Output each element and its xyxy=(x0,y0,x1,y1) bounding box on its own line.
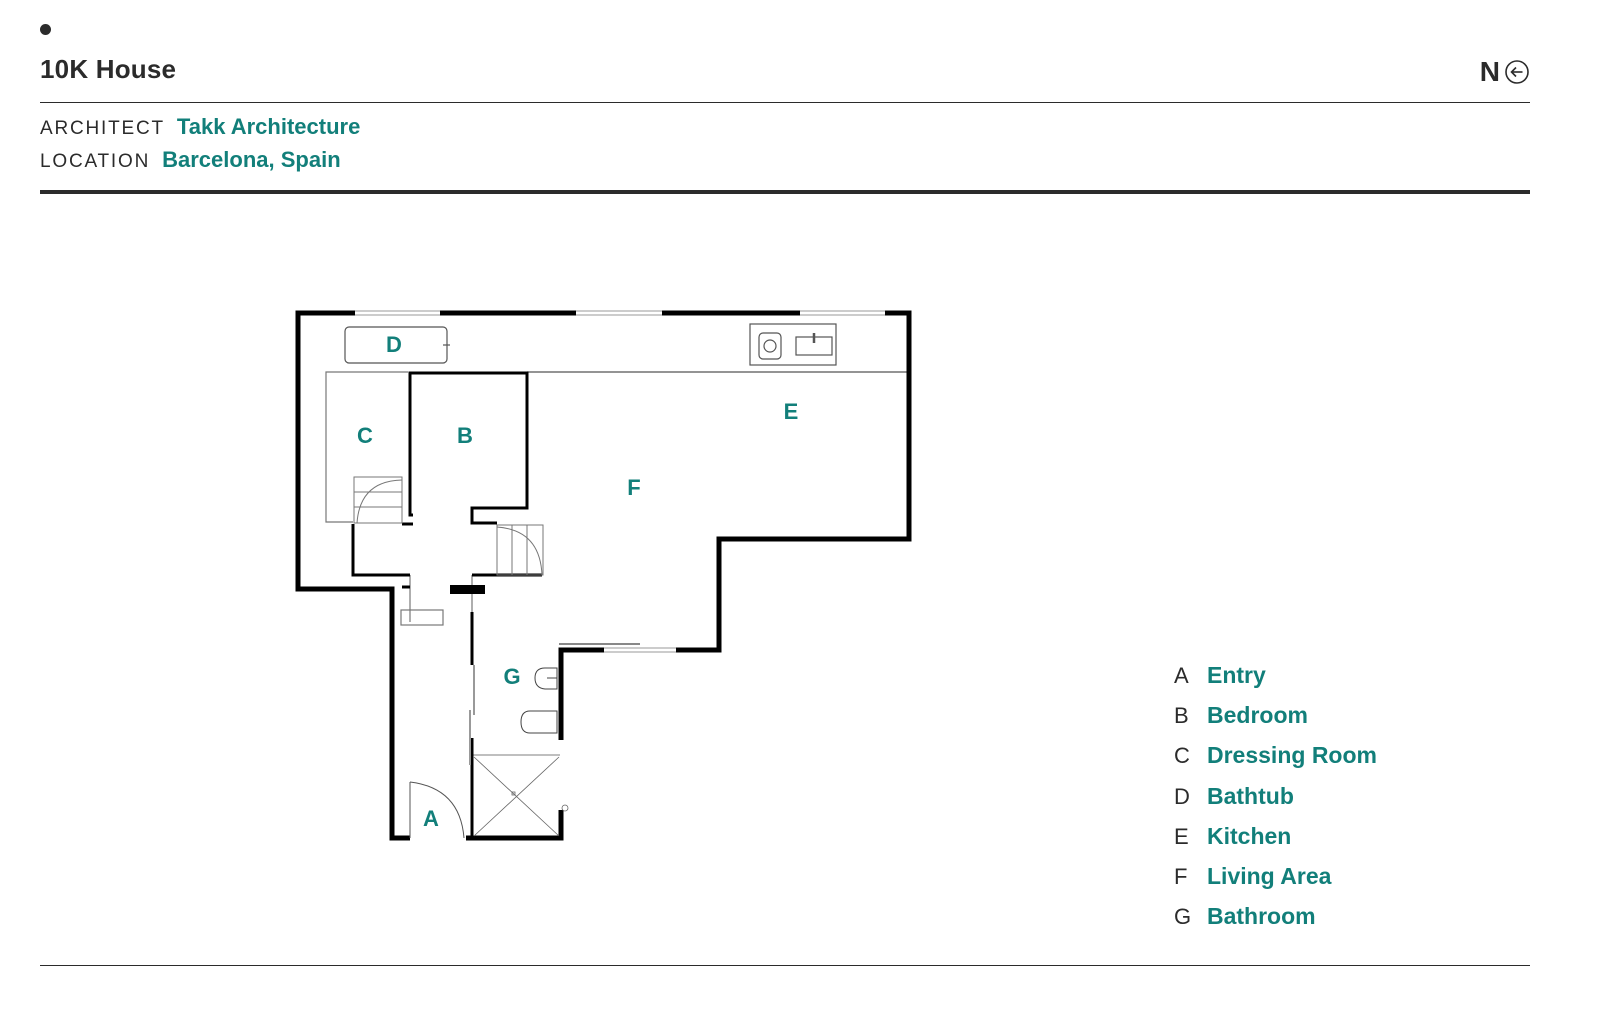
room-label-a: A xyxy=(423,806,439,831)
north-indicator: N xyxy=(1480,56,1530,88)
legend-key: B xyxy=(1174,703,1189,729)
legend-label: Kitchen xyxy=(1207,822,1292,849)
interior-walls xyxy=(351,371,542,838)
architect-value: Takk Architecture xyxy=(176,114,361,139)
room-label-d: D xyxy=(386,332,402,357)
exterior-walls xyxy=(295,310,912,841)
shower xyxy=(473,756,569,837)
legend-item: A Entry xyxy=(1174,662,1377,702)
sliding-doors xyxy=(469,665,475,765)
legend-key: A xyxy=(1174,663,1189,688)
stairs-left xyxy=(353,476,403,524)
legend-item: B Bedroom xyxy=(1174,702,1377,742)
entry-door xyxy=(409,781,465,839)
legend-label: Bathtub xyxy=(1207,782,1294,809)
legend-key: G xyxy=(1174,904,1192,930)
legend-label: Dressing Room xyxy=(1207,742,1377,769)
room-label-f: F xyxy=(627,475,640,500)
footer-divider xyxy=(40,965,1530,966)
arrow-left-circle-icon xyxy=(1505,60,1529,84)
legend-item: E Kitchen xyxy=(1174,823,1377,863)
location-row: LOCATION Barcelona, Spain xyxy=(40,147,341,173)
kitchen-fixture xyxy=(749,323,837,366)
legend-item: F Living Area xyxy=(1174,863,1377,903)
legend-key: D xyxy=(1174,783,1190,809)
room-label-b: B xyxy=(457,423,473,448)
windows xyxy=(355,310,885,653)
stairs-right xyxy=(496,524,544,576)
header-divider xyxy=(40,102,1530,103)
legend-label: Bathroom xyxy=(1207,903,1316,930)
legend-item: G Bathroom xyxy=(1174,903,1377,943)
legend-item: C Dressing Room xyxy=(1174,742,1377,782)
legend-key: E xyxy=(1174,823,1189,849)
location-value: Barcelona, Spain xyxy=(162,147,341,172)
location-label: LOCATION xyxy=(40,151,151,172)
column-block xyxy=(450,585,485,594)
room-legend: A Entry B Bedroom C Dressing Room D Bath… xyxy=(1174,662,1377,943)
legend-item: D Bathtub xyxy=(1174,783,1377,823)
bullet-dot xyxy=(40,24,51,35)
room-label-g: G xyxy=(503,664,520,689)
room-label-e: E xyxy=(784,399,799,424)
legend-key: F xyxy=(1174,863,1188,889)
legend-label: Bedroom xyxy=(1207,702,1308,729)
partitions xyxy=(325,371,908,756)
architect-label: ARCHITECT xyxy=(40,118,165,139)
north-letter: N xyxy=(1479,56,1500,87)
legend-label: Living Area xyxy=(1207,862,1332,889)
legend-key: C xyxy=(1174,743,1190,769)
meta-divider xyxy=(40,190,1530,194)
room-label-c: C xyxy=(357,423,373,448)
architect-row: ARCHITECT Takk Architecture xyxy=(40,114,360,140)
bathroom-fixtures xyxy=(520,667,558,734)
page-title: 10K House xyxy=(40,54,177,84)
legend-label: Entry xyxy=(1207,662,1266,688)
